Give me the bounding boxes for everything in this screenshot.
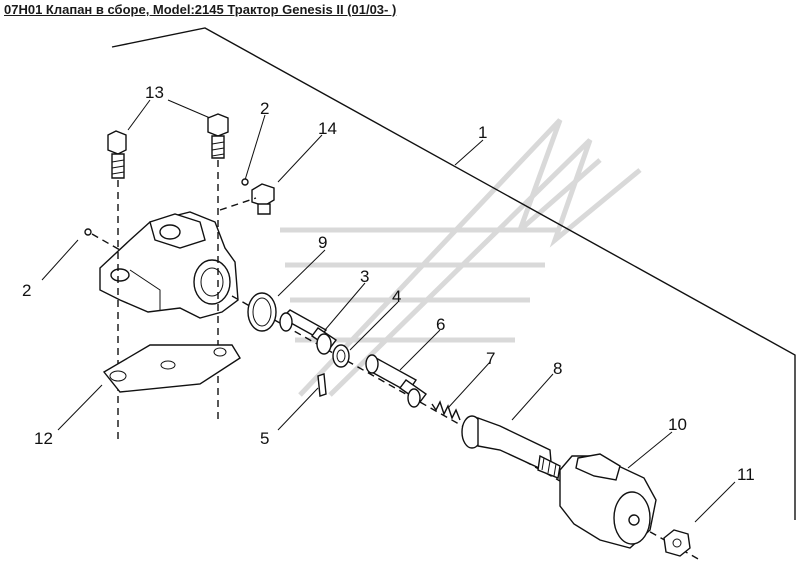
assembly-bracket-line — [111, 27, 796, 520]
small-seal — [332, 344, 350, 368]
callout-5: 5 — [260, 429, 269, 448]
callout-6: 6 — [436, 315, 445, 334]
diagram-title: 07H01 Клапан в сборе, Model:2145 Трактор… — [4, 2, 397, 17]
callout-11: 11 — [737, 465, 755, 484]
spring — [431, 400, 461, 421]
callout-13: 13 — [145, 83, 164, 102]
valve-body — [99, 211, 239, 319]
callout-7: 7 — [486, 349, 495, 368]
callout-1: 1 — [478, 123, 487, 142]
solenoid-stem — [461, 415, 561, 479]
o-ring-large — [247, 292, 277, 332]
watermark-logo — [280, 118, 642, 397]
plug — [251, 183, 275, 215]
callout-14: 14 — [318, 119, 337, 138]
bolt-right — [207, 113, 229, 159]
plunger — [365, 354, 427, 408]
callout-9: 9 — [318, 233, 327, 252]
solenoid-coil — [559, 453, 657, 549]
callout-2-top: 2 — [260, 99, 269, 118]
leader-lines — [41, 99, 736, 523]
callout-8: 8 — [553, 359, 562, 378]
pin-left — [84, 228, 92, 236]
spool — [279, 309, 338, 355]
pin-top — [241, 178, 249, 186]
small-pin — [317, 373, 327, 397]
hex-nut — [663, 529, 691, 557]
callout-4: 4 — [392, 287, 401, 306]
callout-labels: 1 2 2 3 4 5 6 7 8 9 10 11 12 13 14 — [22, 83, 755, 484]
callout-10: 10 — [668, 415, 687, 434]
callout-3: 3 — [360, 267, 369, 286]
callout-2-left: 2 — [22, 281, 31, 300]
gasket-plate — [102, 344, 241, 393]
bolt-left — [107, 130, 127, 179]
callout-12: 12 — [34, 429, 53, 448]
